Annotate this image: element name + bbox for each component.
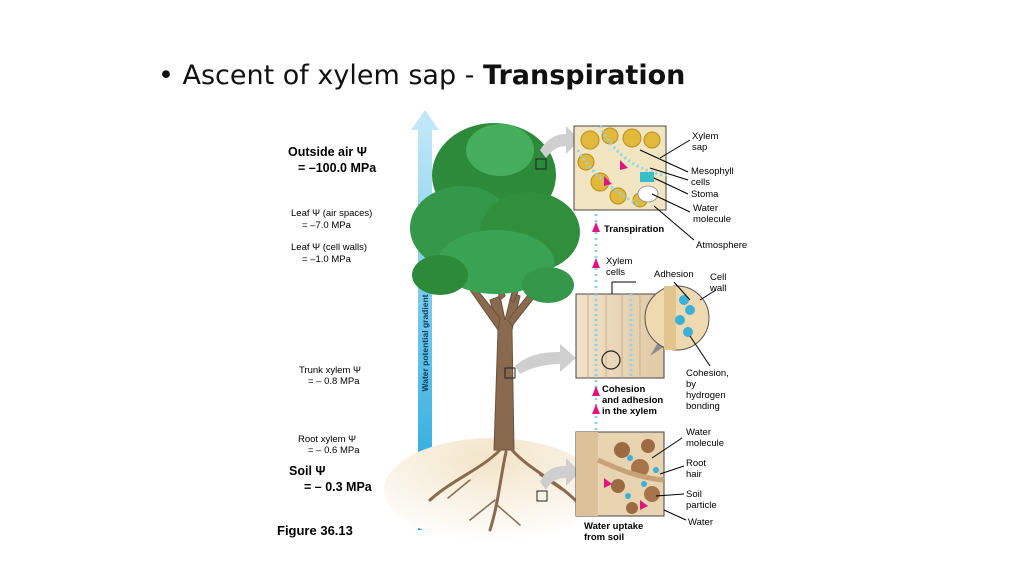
tree-foliage <box>410 123 580 303</box>
atmosphere-label: Atmosphere <box>696 240 748 251</box>
cohesion-label-2: by <box>686 379 697 390</box>
leaf-wall-label: Leaf Ψ (cell walls) <box>291 242 368 253</box>
trunk-xylem-value: = – 0.8 MPa <box>308 376 360 387</box>
cohesion-label-3: hydrogen <box>686 390 726 401</box>
xylem-sap-label-2: sap <box>692 142 708 153</box>
cohesion-adhesion-label-3: in the xylem <box>602 406 657 417</box>
cohesion-adhesion-label-2: and adhesion <box>602 395 664 406</box>
leaf-air-value: = –7.0 MPa <box>302 220 351 231</box>
cohesion-label-1: Cohesion, <box>686 368 729 379</box>
leaf-panel <box>573 125 667 211</box>
water-label: Water <box>688 517 713 528</box>
water-molecule-bottom-label-2: molecule <box>686 438 725 449</box>
cohesion-adhesion-label-1: Cohesion <box>602 384 646 395</box>
water-uptake-label-2: from soil <box>584 532 625 543</box>
water-column <box>592 214 600 430</box>
trunk-xylem-label: Trunk xylem Ψ <box>299 365 361 376</box>
slide-title: • Ascent of xylem sap - Transpiration <box>158 60 685 91</box>
cell-wall-label-1: Cell <box>710 272 727 283</box>
root-hair-label-1: Root <box>686 458 707 469</box>
soil-particle-label-2: particle <box>686 500 717 511</box>
xylem-cells-label-1: Xylem <box>606 256 633 267</box>
mesophyll-label-1: Mesophyll <box>691 166 734 177</box>
water-molecule-bottom-label-1: Water <box>686 427 711 438</box>
transpiration-label: Transpiration <box>604 224 665 235</box>
soil-area <box>384 438 600 542</box>
title-prefix: Ascent of xylem sap - <box>182 60 484 91</box>
water-uptake-label-1: Water uptake <box>584 521 644 532</box>
root-panel <box>575 431 665 517</box>
adhesion-label: Adhesion <box>654 269 694 280</box>
soil-particle-label-1: Soil <box>686 489 702 500</box>
zoom-box-trunk <box>504 367 516 379</box>
stoma-label: Stoma <box>691 189 719 200</box>
xylem-sap-label-1: Xylem <box>692 131 719 142</box>
zoom-arrows <box>515 126 580 490</box>
gradient-label: Water potential gradient <box>420 294 430 392</box>
leaf-wall-value: = –1.0 MPa <box>302 254 351 265</box>
water-molecule-top-label-2: molecule <box>693 214 732 225</box>
zoom-box-root <box>536 490 548 502</box>
cell-wall-label-2: wall <box>710 283 727 294</box>
root-xylem-value: = – 0.6 MPa <box>308 445 360 456</box>
cohesion-label-4: bonding <box>686 401 720 412</box>
xylem-cells-label-2: cells <box>606 267 626 278</box>
mesophyll-label-2: cells <box>691 177 711 188</box>
water-molecule-top-label-1: Water <box>693 203 718 214</box>
leader-lines <box>611 139 717 521</box>
tree-roots <box>428 448 577 532</box>
title-bullet: • <box>158 60 183 91</box>
leaf-air-label: Leaf Ψ (air spaces) <box>291 208 373 219</box>
xylem-panel <box>575 285 710 379</box>
figure-label: Figure 36.13 <box>277 523 353 538</box>
title-bold: Transpiration <box>483 60 686 91</box>
root-hair-label-2: hair <box>686 469 702 480</box>
soil-value: = – 0.3 MPa <box>304 480 372 494</box>
soil-label: Soil Ψ <box>289 464 326 478</box>
root-xylem-label: Root xylem Ψ <box>298 434 357 445</box>
zoom-box-leaf <box>535 158 547 170</box>
outside-air-value: = –100.0 MPa <box>298 161 377 175</box>
outside-air-label: Outside air Ψ <box>288 145 367 159</box>
